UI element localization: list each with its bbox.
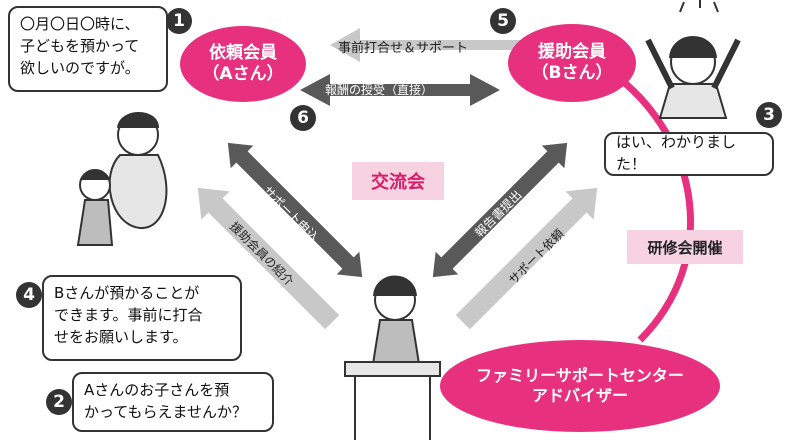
bubble-step4-line1: Bさんが預かることが (54, 284, 200, 302)
node-helper-title: 援助会員 (538, 41, 606, 62)
node-requester-sub: （Aさん） (202, 64, 284, 84)
bubble-step2-line2: かってもらえませんか？ (84, 402, 248, 421)
bubble-step1-line1: 〇月〇日〇時に、 (20, 15, 140, 33)
arrow-member-introduction (197, 187, 340, 330)
mother-child-illustration (76, 112, 168, 246)
step-number-5: 5 (490, 8, 516, 34)
bubble-step3: はい、わかりました！ (604, 132, 774, 176)
label-payment: 報酬の授受（直接） (325, 83, 434, 97)
node-helper: 援助会員 （Bさん） (508, 24, 636, 102)
arrow-support-request (455, 187, 598, 330)
step-number-3: 3 (756, 102, 782, 128)
step-number-4: 4 (16, 282, 42, 308)
arrow-support-application (227, 142, 363, 278)
helper-illustration (645, 0, 741, 119)
tag-exchange: 交流会 (352, 162, 444, 200)
step-number-1: 1 (166, 8, 192, 34)
bubble-step4: Bさんが預かることが できます。事前に打合 せをお願いします。 (42, 275, 242, 361)
node-advisor-sub: アドバイザー (531, 386, 628, 405)
connector-arc (612, 72, 694, 343)
arrow-report-submission (432, 142, 568, 278)
arrow-prior-meeting (330, 28, 530, 62)
label-prior-meeting: 事前打合せ＆サポート (338, 41, 469, 56)
bubble-step2-line1: Aさんのお子さんを預 (84, 381, 230, 399)
bubble-step1-line3: 欲しいのですが。 (20, 58, 140, 77)
bubble-step2: Aさんのお子さんを預 かってもらえませんか？ (72, 372, 274, 432)
step-number-2: 2 (46, 389, 72, 415)
node-requester: 依頼会員 （Aさん） (180, 26, 306, 102)
node-requester-title: 依頼会員 (209, 42, 277, 63)
bubble-step1: 〇月〇日〇時に、 子どもを預かって 欲しいのですが。 (8, 6, 168, 92)
bubble-step4-line2: できます。事前に打合 (54, 305, 203, 324)
bubble-step4-line3: せをお願いします。 (54, 327, 188, 346)
tag-training: 研修会開催 (627, 230, 743, 264)
node-helper-sub: （Bさん） (531, 63, 613, 83)
node-advisor: ファミリーサポートセンター アドバイザー (440, 340, 720, 432)
arrow-payment (300, 74, 500, 106)
bubble-step1-line2: 子どもを預かって (20, 36, 140, 55)
node-advisor-title: ファミリーサポートセンター (476, 366, 684, 385)
step-number-6: 6 (290, 105, 316, 131)
advisor-illustration (344, 275, 441, 440)
